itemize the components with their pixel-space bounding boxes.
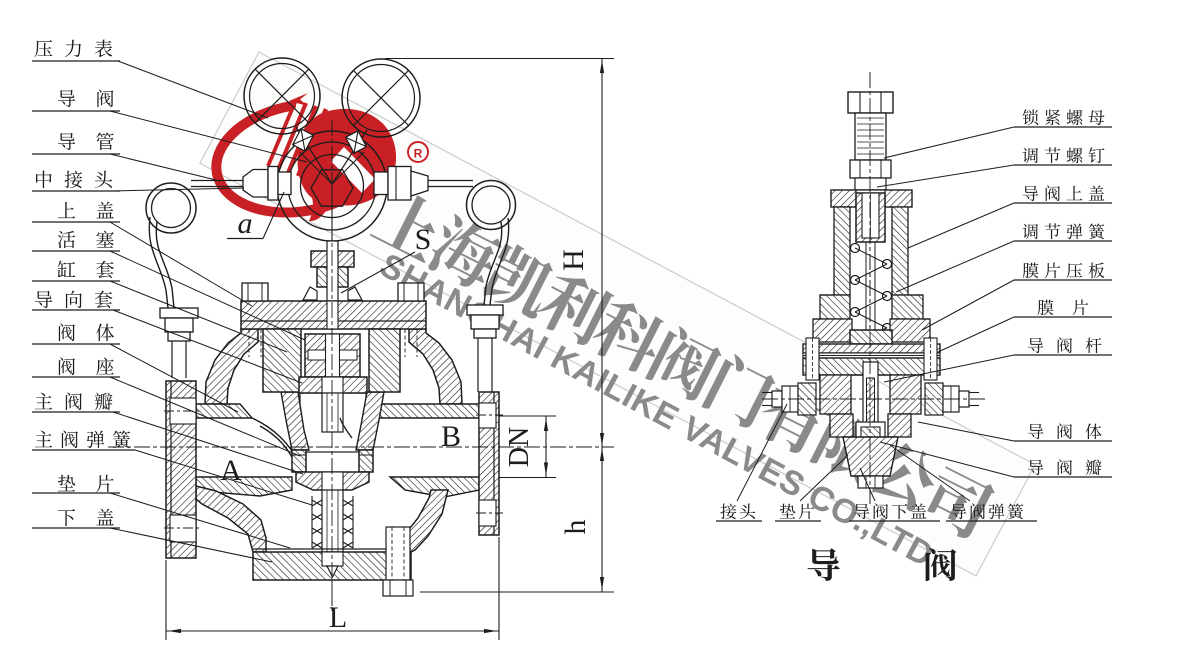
svg-text:a: a <box>238 207 253 240</box>
svg-text:B: B <box>441 420 461 453</box>
svg-text:L: L <box>329 601 347 634</box>
svg-text:H: H <box>557 249 590 271</box>
svg-text:A: A <box>220 454 242 487</box>
svg-text:S: S <box>415 223 432 256</box>
svg-text:h: h <box>559 520 592 535</box>
svg-text:R: R <box>414 147 423 161</box>
